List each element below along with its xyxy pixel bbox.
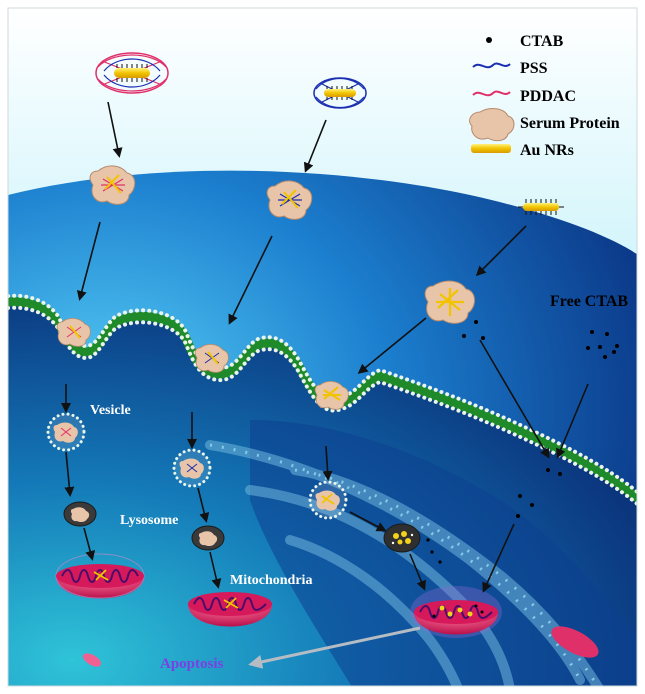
intracellular-ctab-dots: [426, 468, 562, 564]
label-vesicle: Vesicle: [90, 403, 131, 418]
lysosome-middle: [191, 525, 225, 551]
released-ctab-dots: [462, 320, 485, 340]
ctab-coated-rod: [518, 199, 564, 215]
legend-pddac-symbol: [472, 90, 511, 97]
pit-complex-middle: [194, 344, 229, 373]
label-free-ctab: Free CTAB: [550, 293, 628, 310]
legend-label-ctab: CTAB: [520, 33, 564, 50]
legend-serum-protein-symbol: [469, 108, 515, 142]
pddac-coated-rod: [95, 52, 169, 94]
cell-membrane: [8, 293, 637, 507]
legend-label-au-nrs: Au NRs: [520, 142, 574, 159]
pit-complex-right: [314, 381, 349, 410]
pss-coated-rod: [313, 77, 367, 109]
lysosome-right: [383, 523, 421, 553]
damaged-mitochondrion: [551, 626, 599, 658]
label-mitochondria: Mitochondria: [230, 573, 312, 588]
protein-corona-pddac: [89, 165, 136, 205]
mitochondrion-right: [410, 586, 502, 638]
legend-pss-symbol: [472, 62, 511, 69]
legend-label-pddac: PDDAC: [520, 88, 576, 105]
free-ctab-cluster: [586, 330, 619, 359]
legend: CTAB PSS PDDAC Serum Protein Au NRs: [469, 33, 620, 159]
legend-label-serum-protein: Serum Protein: [520, 115, 620, 132]
label-apoptosis: Apoptosis: [160, 656, 224, 672]
vesicle-left: [46, 412, 86, 452]
legend-ctab-symbol: [486, 37, 492, 43]
lysosome-left: [63, 501, 97, 527]
fragment-small: [82, 653, 102, 667]
pit-complex-left: [56, 318, 91, 347]
mitochondrion-middle: [188, 592, 272, 627]
label-lysosome: Lysosome: [120, 513, 178, 528]
vesicle-right: [308, 480, 348, 520]
apoptosis-arrow: [248, 626, 421, 669]
legend-au-nrs-symbol: [471, 144, 511, 153]
legend-label-pss: PSS: [520, 60, 548, 77]
pathway-arrows: [61, 101, 589, 593]
mitochondrion-left: [55, 553, 145, 599]
protein-corona-ctab: [424, 280, 475, 324]
protein-corona-pss: [266, 180, 313, 220]
vesicle-middle: [172, 448, 212, 488]
figure-frame: [7, 7, 638, 687]
